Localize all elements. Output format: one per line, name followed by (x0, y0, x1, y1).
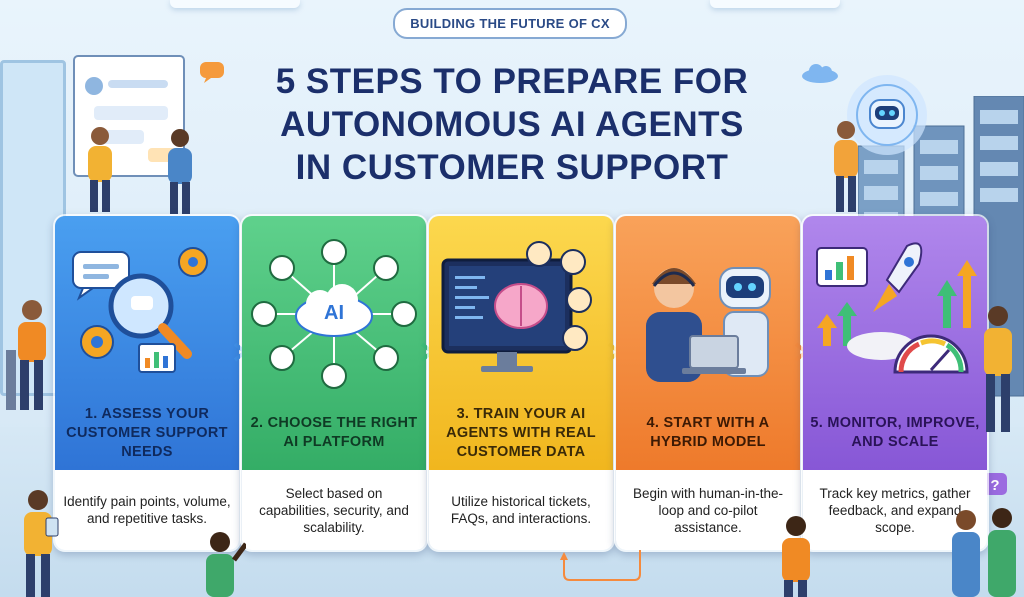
svg-text:?: ? (990, 477, 999, 494)
chat-bubble-icon (72, 251, 130, 301)
chat-bubble-icon (200, 62, 224, 83)
step-card-1: 1. ASSESS YOUR CUSTOMER SUPPORT NEEDS Id… (53, 214, 241, 552)
step-description: Begin with human-in-the-loop and co-pilo… (616, 470, 800, 550)
laptop-icon (682, 335, 746, 374)
robot-icon (719, 267, 771, 377)
step-heading: 2. CHOOSE THE RIGHT AI PLATFORM (250, 415, 418, 450)
step-5-illustration (816, 242, 977, 374)
ai-label: AI (324, 302, 344, 324)
step-4-illustration (646, 267, 771, 382)
platform-logo-icon (251, 239, 417, 389)
ceiling-light (170, 0, 300, 8)
step-description: Select based on capabilities, security, … (242, 470, 426, 550)
person-colleague (168, 129, 192, 214)
step-1-illustration (72, 247, 208, 373)
step-3-illustration (441, 241, 592, 372)
customer-avatar-icon (526, 241, 592, 351)
person-waving (782, 516, 810, 597)
page-title: 5 STEPS TO PREPARE FOR AUTONOMOUS AI AGE… (230, 60, 794, 189)
gear-icon (178, 247, 208, 277)
brain-icon (494, 283, 548, 329)
gear-icon (80, 325, 114, 359)
person-standing-right (984, 306, 1012, 432)
person-tablet-user (24, 490, 59, 597)
bar-chart-icon (138, 343, 176, 373)
step-heading: 4. START WITH A HYBRID MODEL (646, 415, 770, 450)
magnifier-icon (108, 273, 192, 359)
agent-headset-icon (646, 268, 702, 382)
rocket-icon (847, 242, 923, 360)
step-card-5: 5. MONITOR, IMPROVE, AND SCALE Track key… (801, 214, 989, 552)
step-description: Utilize historical tickets, FAQs, and in… (429, 470, 613, 550)
person-desk-worker (6, 300, 46, 410)
step-description: Identify pain points, volume, and repeti… (55, 470, 239, 550)
ceiling-light (710, 0, 840, 8)
gauge-icon (893, 334, 969, 374)
step-card-3: 3. TRAIN YOUR AI AGENTS WITH REAL CUSTOM… (427, 214, 615, 552)
person-engineer (834, 121, 858, 212)
title-line-3: IN CUSTOMER SUPPORT (295, 148, 729, 187)
step-card-4: 4. START WITH A HYBRID MODEL Begin with … (614, 214, 802, 552)
person-group-bottom-right (952, 508, 1016, 597)
person-pointing (206, 532, 246, 597)
ai-cloud-icon (295, 284, 373, 337)
bar-chart-icon (816, 247, 868, 287)
step-card-2: AI 2. CHOOSE THE RIGHT AI PLATFORM Selec… (240, 214, 428, 552)
title-line-1: 5 STEPS TO PREPARE FOR (275, 62, 749, 101)
feedback-loop-arrow (560, 550, 641, 581)
step-heading: 3. TRAIN YOUR AI AGENTS WITH REAL CUSTOM… (446, 405, 596, 460)
step-2-illustration (251, 239, 417, 389)
step-heading: 1. ASSESS YOUR CUSTOMER SUPPORT NEEDS (66, 405, 228, 460)
floating-robot-icon (847, 75, 927, 155)
person-presenter (88, 127, 112, 212)
title-line-2: AUTONOMOUS AI AGENTS (280, 105, 744, 144)
growth-arrows-icon (817, 260, 977, 346)
question-bubble-icon: ? (983, 473, 1007, 495)
step-heading: 5. MONITOR, IMPROVE, AND SCALE (810, 415, 980, 450)
header-badge: BUILDING THE FUTURE OF CX (393, 8, 627, 39)
cloud-icon (802, 64, 838, 83)
